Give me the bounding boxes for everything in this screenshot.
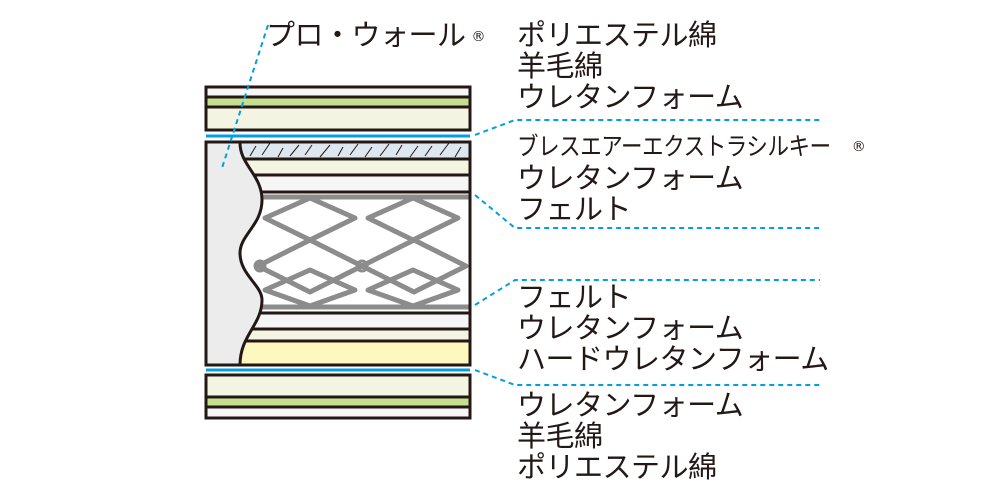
label-felt: フェルト	[517, 280, 632, 314]
pro-wall-label-text: プロ・ウォール	[266, 18, 466, 52]
pro-wall	[207, 143, 262, 364]
label-polyester: ポリエステル綿	[517, 18, 717, 52]
label-group-top-pad: ポリエステル綿 羊毛綿 ウレタンフォーム	[517, 18, 744, 114]
main-body	[204, 140, 472, 367]
felt-layer-upper	[238, 173, 472, 194]
registered-mark: ®	[851, 138, 866, 155]
label-felt: フェルト	[517, 191, 632, 226]
felt-layer-lower	[238, 311, 472, 331]
pocket-coil-springs	[253, 194, 470, 310]
label-wool: 羊毛綿	[517, 49, 603, 83]
label-urethane: ウレタンフォーム	[517, 311, 744, 345]
label-urethane: ウレタンフォーム	[517, 388, 744, 422]
hard-urethane-layer	[238, 339, 472, 367]
registered-mark: ®	[471, 28, 486, 45]
pro-wall-label: プロ・ウォール ®	[266, 20, 485, 53]
label-urethane: ウレタンフォーム	[517, 80, 744, 114]
label-polyester: ポリエステル綿	[517, 450, 717, 484]
urethane-layer-lower	[238, 327, 472, 343]
label-hard-urethane: ハードウレタンフォーム	[517, 342, 829, 376]
leader-lines	[221, 24, 820, 386]
label-wool: 羊毛綿	[517, 419, 603, 453]
top-pad	[204, 85, 472, 132]
label-group-bottom-pad: ウレタンフォーム 羊毛綿 ポリエステル綿	[517, 388, 744, 484]
urethane-layer-upper	[238, 157, 472, 177]
breath-air-texture	[249, 142, 462, 158]
label-breath-air: ブレスエアーエクストラシルキー	[517, 132, 831, 161]
bottom-pad	[204, 373, 472, 420]
breath-air-layer	[238, 140, 472, 161]
label-urethane: ウレタンフォーム	[517, 160, 744, 195]
label-group-lower-body: フェルト ウレタンフォーム ハードウレタンフォーム	[517, 282, 829, 375]
label-group-upper-body: ブレスエアーエクストラシルキー ® ウレタンフォーム フェルト	[517, 130, 866, 226]
